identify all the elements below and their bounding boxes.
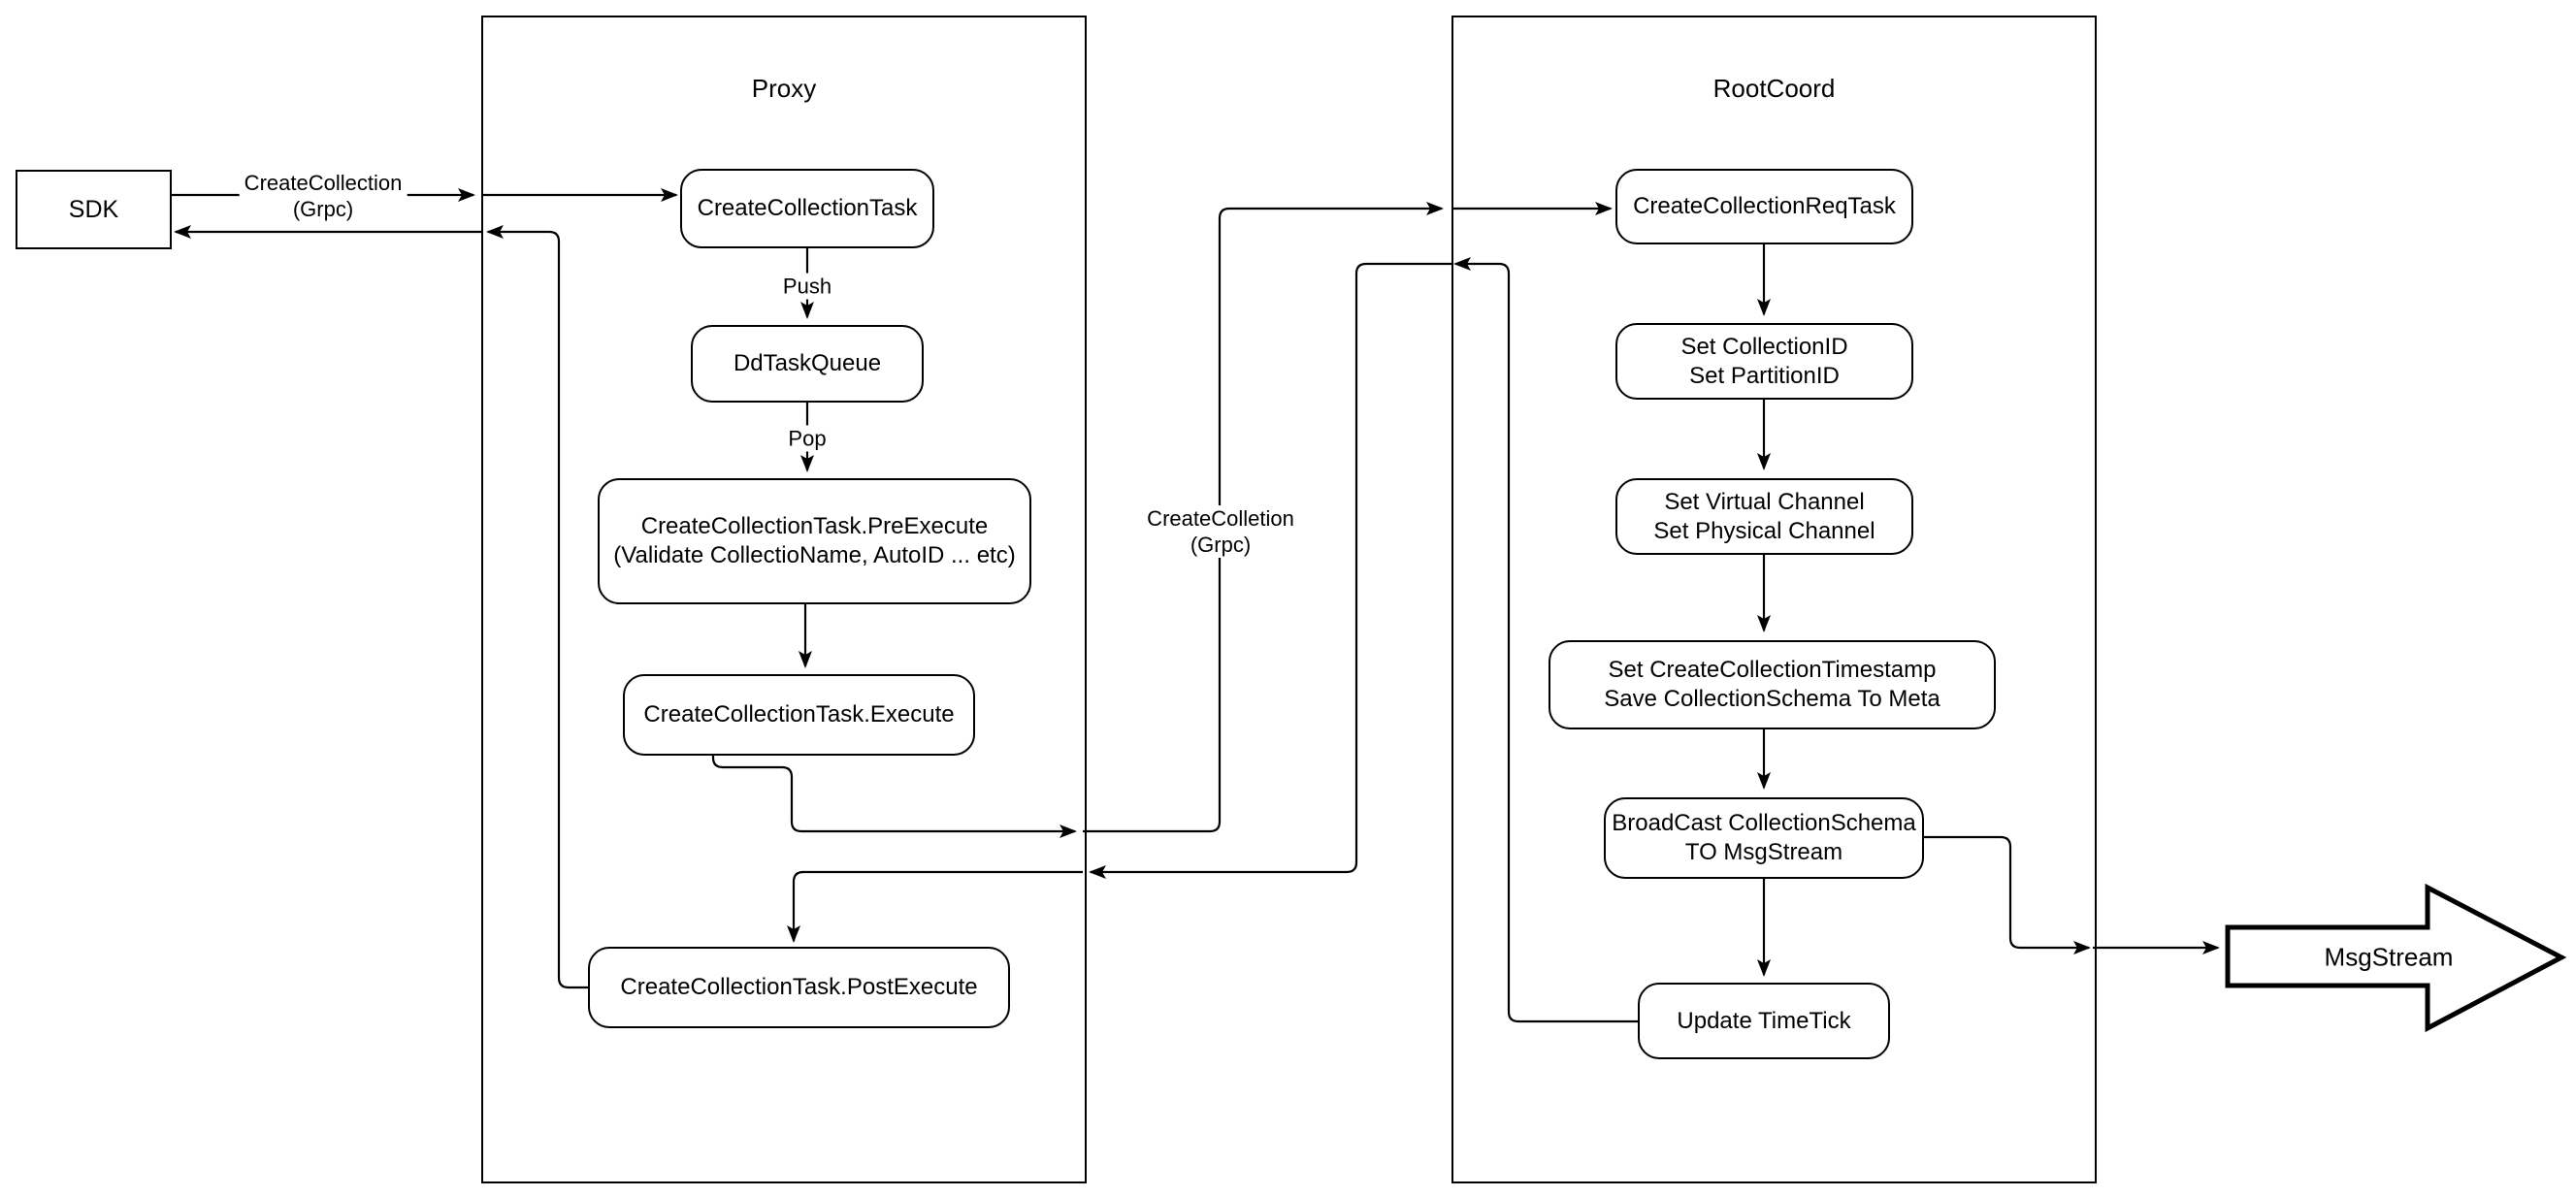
node-postexecute: CreateCollectionTask.PostExecute — [588, 947, 1010, 1028]
msgstream-label: MsgStream — [2324, 942, 2454, 972]
node-ddtaskqueue: DdTaskQueue — [691, 325, 924, 403]
label-createcollection-grpc: CreateCollection (Grpc) — [239, 170, 408, 222]
edge-timetick-to-border — [1453, 257, 1638, 1023]
node-set-collectionid: Set CollectionID Set PartitionID — [1615, 323, 1913, 400]
edge-corridor-down — [1089, 262, 1451, 879]
node-set-channels: Set Virtual Channel Set Physical Channel — [1615, 478, 1913, 555]
edge-broadcast-to-rootcoord-border — [1924, 835, 2091, 954]
rootcoord-title: RootCoord — [1712, 74, 1836, 103]
node-create-collection-task: CreateCollectionTask — [680, 169, 934, 248]
msgstream-arrow — [2225, 883, 2567, 1033]
label-createcolletion-grpc: CreateColletion (Grpc) — [1142, 505, 1299, 558]
edge-border-to-postexecute — [787, 870, 1083, 943]
edge-execute-to-border — [711, 756, 1077, 838]
node-broadcast-schema: BroadCast CollectionSchema TO MsgStream — [1604, 797, 1924, 879]
rootcoord-container: RootCoord — [1451, 16, 2097, 1183]
node-create-collection-reqtask: CreateCollectionReqTask — [1615, 169, 1913, 244]
proxy-title: Proxy — [751, 74, 817, 103]
node-preexecute: CreateCollectionTask.PreExecute (Validat… — [598, 478, 1031, 604]
proxy-container: Proxy — [481, 16, 1087, 1183]
node-sdk: SDK — [16, 170, 172, 249]
node-execute: CreateCollectionTask.Execute — [623, 674, 975, 756]
node-update-timetick: Update TimeTick — [1638, 983, 1890, 1059]
node-set-timestamp: Set CreateCollectionTimestamp Save Colle… — [1549, 640, 1996, 729]
edge-postexecute-to-border — [486, 225, 588, 989]
label-pop: Pop — [783, 425, 831, 452]
label-push: Push — [777, 273, 837, 300]
